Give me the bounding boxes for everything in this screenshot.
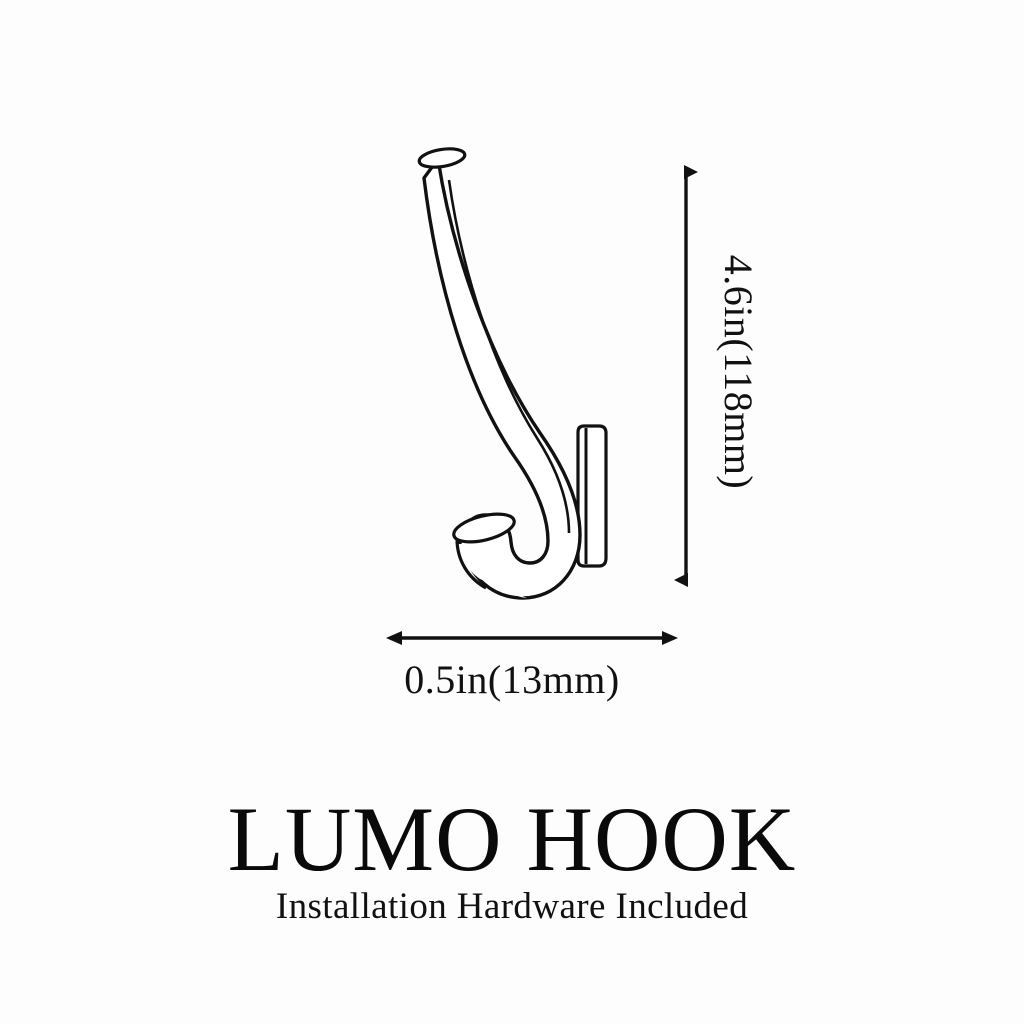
- mount-plate-body: [576, 424, 608, 568]
- page-title: LUMO HOOK: [227, 788, 797, 890]
- coat-hook-icon: [417, 147, 608, 600]
- page-subtitle: Installation Hardware Included: [275, 886, 749, 927]
- hook-lower-tip-lower-edge: [455, 538, 487, 590]
- hook-shaft-inner-line: [447, 179, 571, 534]
- width-dimension-label: 0.5in(13mm): [404, 657, 620, 702]
- height-dimension-label: 4.6in(118mm): [716, 254, 761, 490]
- hook-lower-opening: [452, 512, 516, 544]
- wall-mount-plate: [576, 424, 608, 568]
- hook-top-opening: [417, 147, 467, 169]
